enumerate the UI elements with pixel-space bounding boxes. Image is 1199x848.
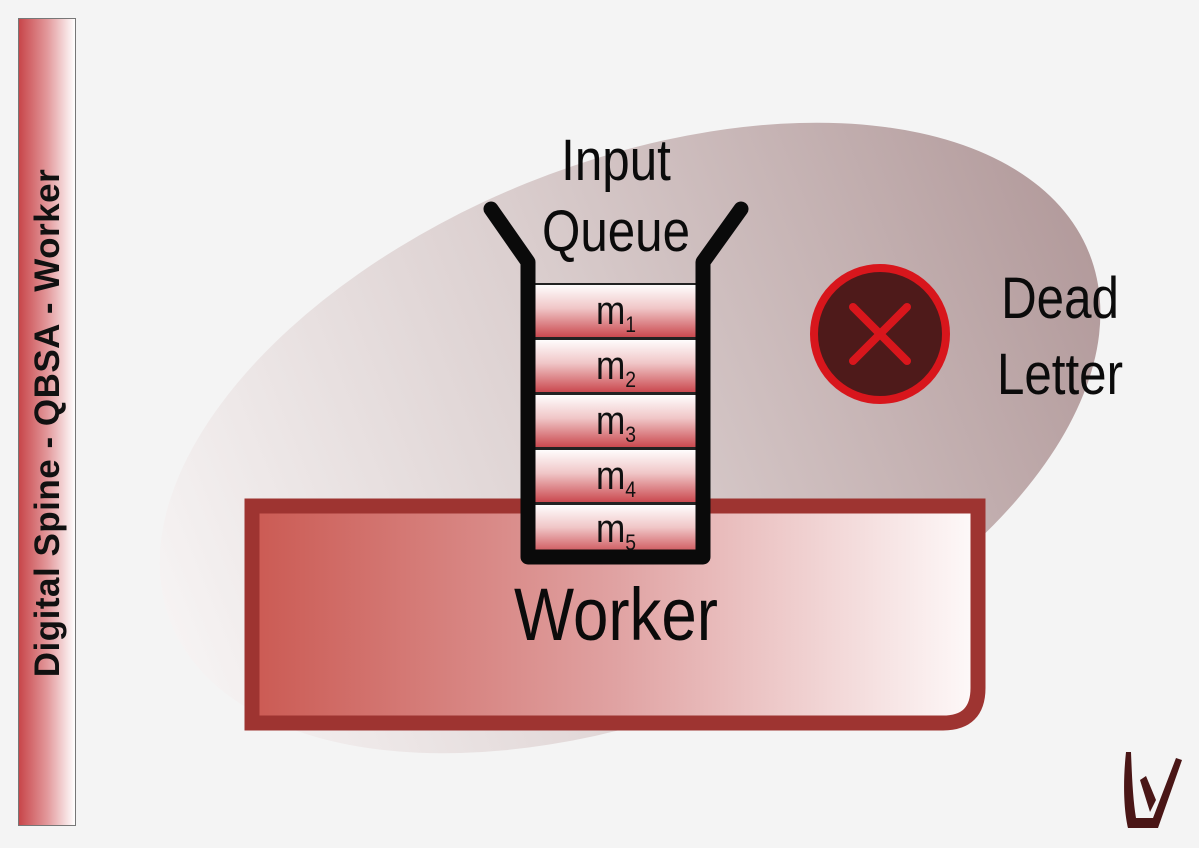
message-5-label: m5 xyxy=(596,506,636,555)
queue-container xyxy=(483,201,749,565)
queue-label-line1: Input xyxy=(561,128,671,193)
worker-box xyxy=(244,498,986,731)
dead-letter-label-line2: Letter xyxy=(997,342,1123,407)
message-2-label: m2 xyxy=(596,343,636,392)
side-banner: Digital Spine - QBSA - Worker xyxy=(18,18,76,826)
queue-label-line2: Queue xyxy=(542,199,690,264)
message-3-label: m3 xyxy=(596,398,636,447)
message-stack: m1 m2 m3 m4 m5 xyxy=(532,283,698,557)
message-4-label: m4 xyxy=(596,453,636,502)
worker-label: Worker xyxy=(514,574,718,657)
dead-letter-label-line1: Dead xyxy=(1001,266,1119,331)
x-circle-icon xyxy=(810,264,950,404)
message-1-label: m1 xyxy=(596,288,636,337)
lv-logo xyxy=(1124,752,1182,828)
